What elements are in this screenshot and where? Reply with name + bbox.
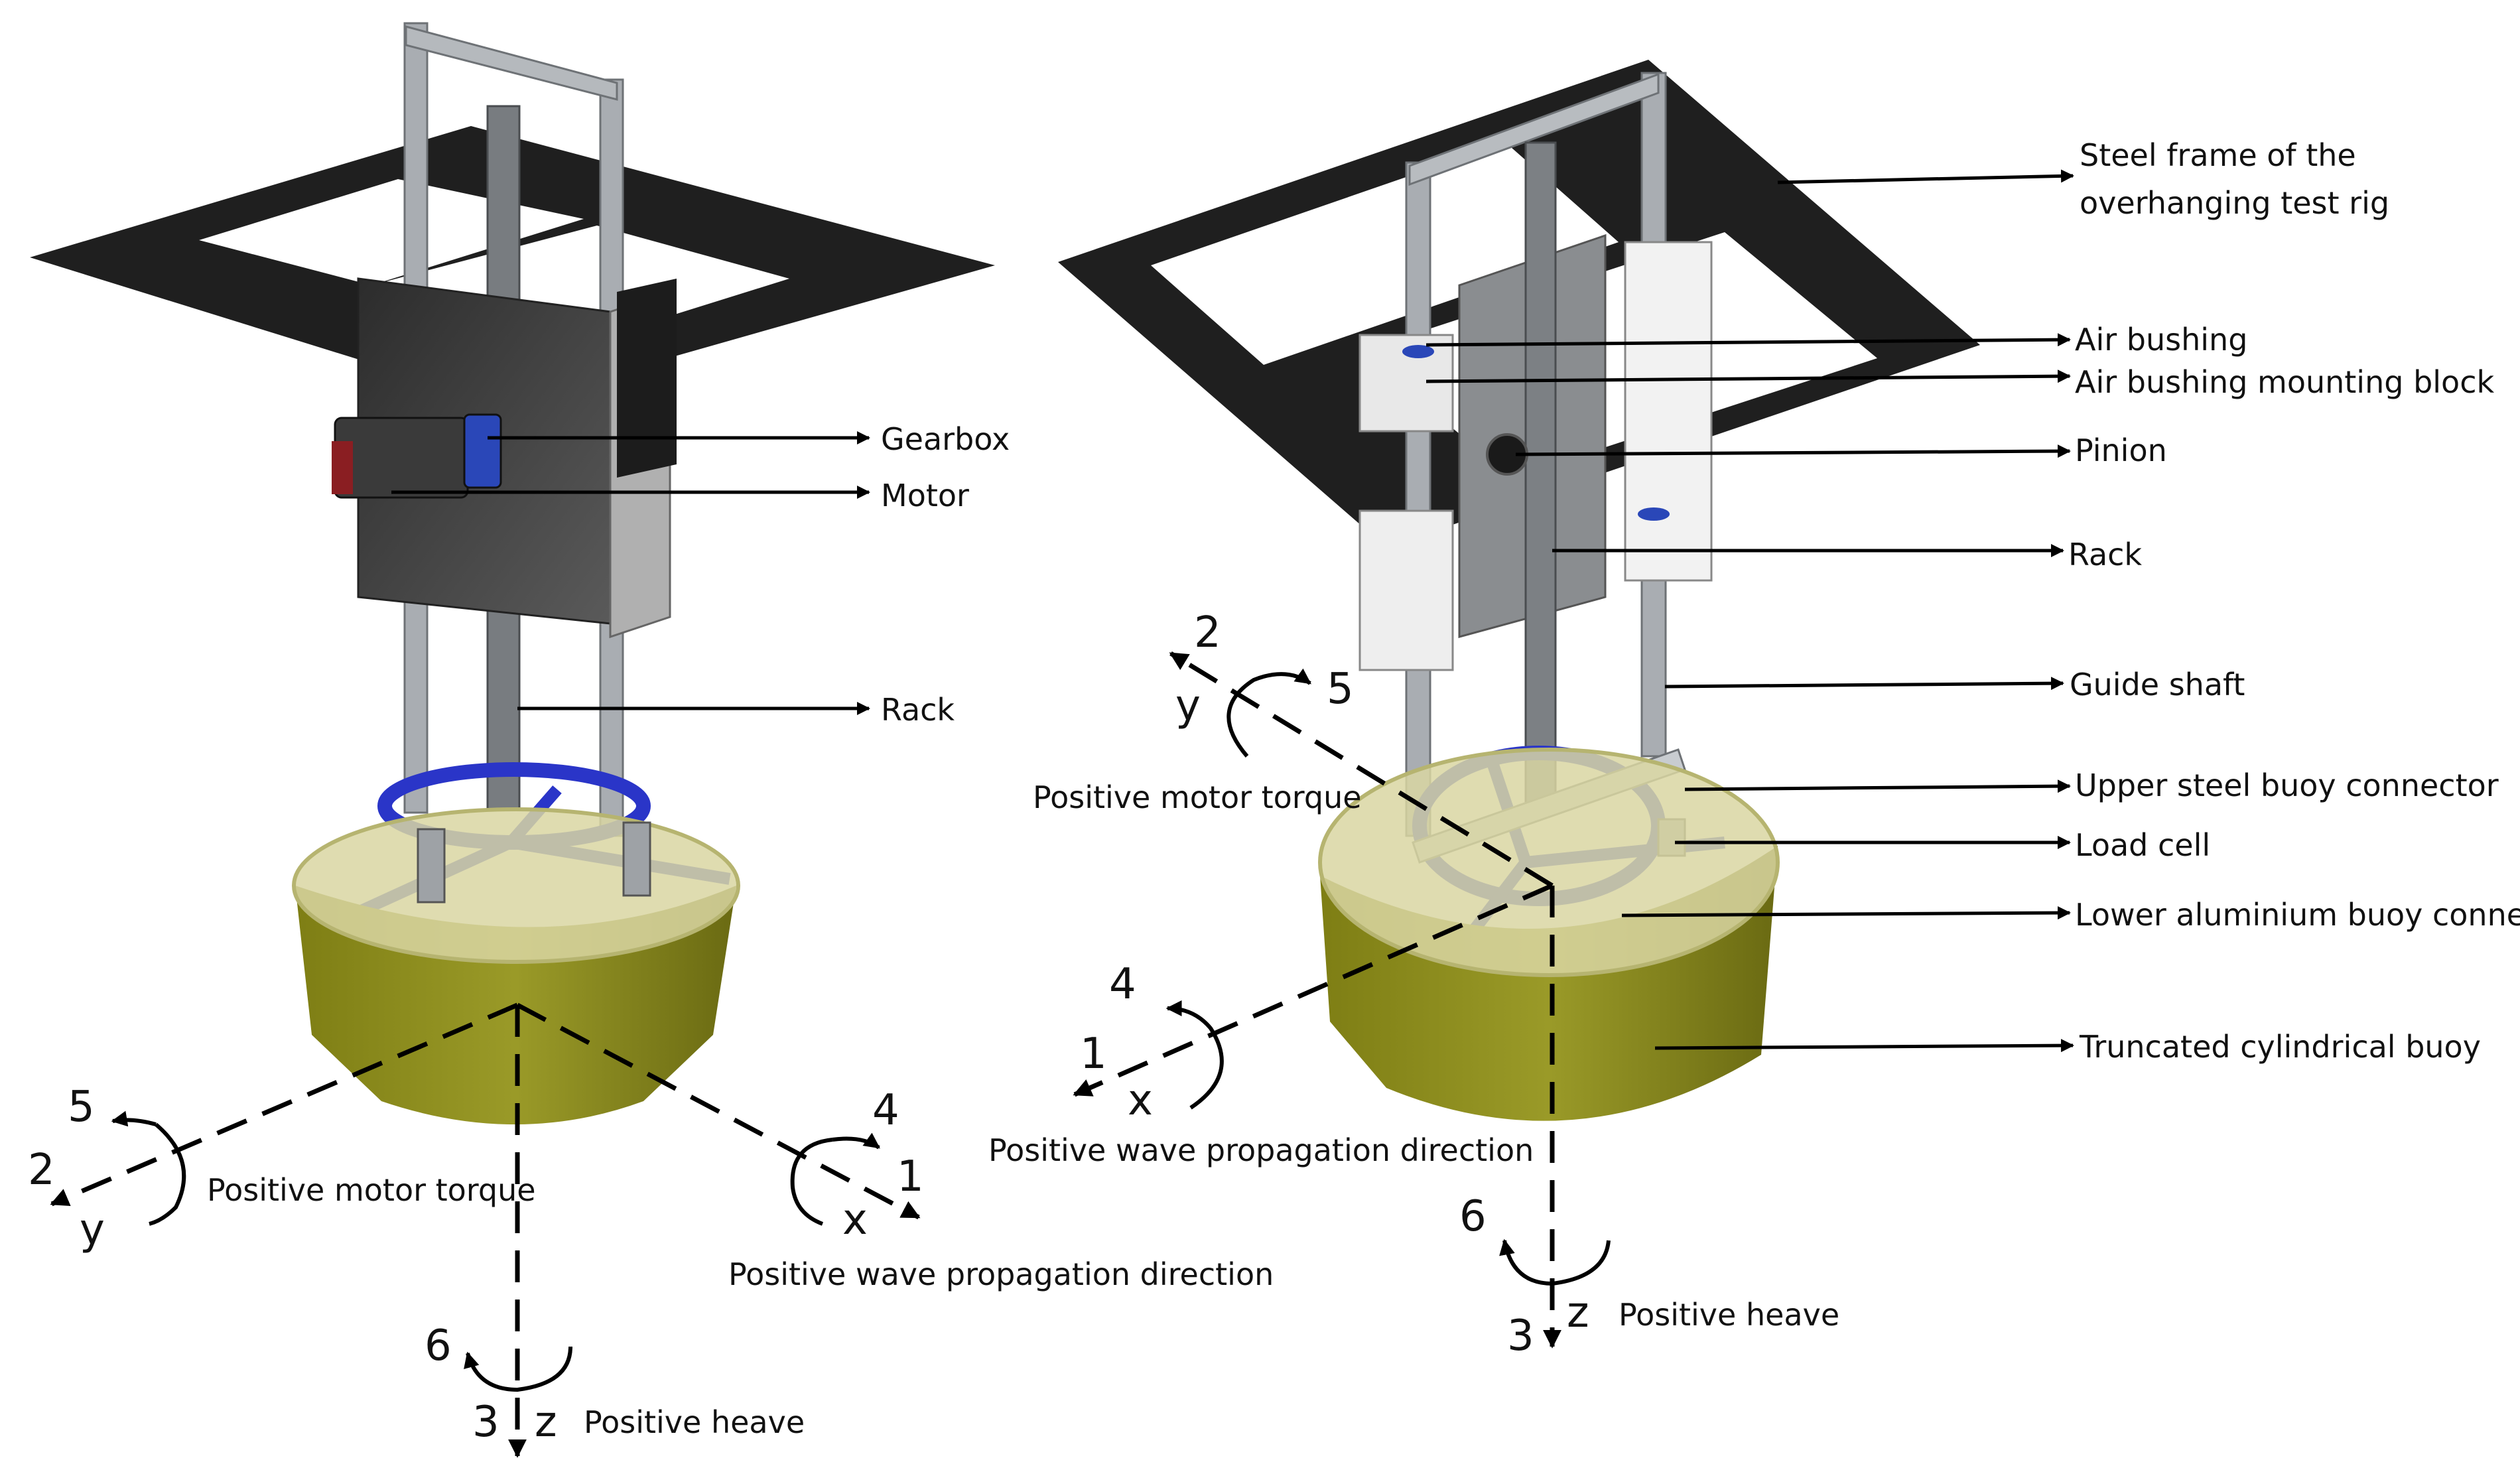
left-rot-x [790,1138,833,1226]
right-y-caption: Positive motor torque [1033,779,1362,815]
left-z-caption: Positive heave [584,1404,805,1440]
right-air-bushing-block-low [1359,509,1454,671]
right-x-caption: Positive wave propagation direction [988,1132,1534,1168]
left-z-letter: z [535,1398,557,1447]
left-x-rot-number: 4 [872,1086,899,1135]
right-label-frame-line1: Steel frame of the [2080,137,2356,173]
left-buoy-rim [292,807,740,964]
right-label-frame-line2: overhanging test rig [2080,185,2389,221]
left-label-gearbox: Gearbox [881,421,1010,457]
right-assembly [1058,60,1980,1121]
right-label-guide-shaft: Guide shaft [2070,667,2245,702]
right-rot-x [1165,1000,1224,1110]
right-label-pinion: Pinion [2075,433,2167,468]
left-motor [334,417,469,499]
left-motor-cap [332,441,353,494]
right-z-caption: Positive heave [1619,1297,1839,1333]
left-y-caption: Positive motor torque [207,1172,536,1208]
left-y-rot-number: 5 [68,1083,95,1132]
right-label-buoy: Truncated cylindrical buoy [2079,1029,2481,1065]
left-rot-z [464,1346,572,1392]
right-x-number: 1 [1080,1030,1107,1079]
right-z-number: 3 [1507,1311,1534,1361]
right-y-number: 2 [1194,608,1221,657]
right-top-crossbar [1408,72,1660,186]
left-label-motor: Motor [881,478,969,513]
left-y-letter: y [80,1205,105,1254]
left-steel-frame [30,126,995,405]
left-leaders [391,431,870,715]
right-guide-shaft-left [1405,161,1431,837]
right-label-air-bushing-block: Air bushing mounting block [2075,364,2494,400]
right-label-air-bushing: Air bushing [2075,322,2247,358]
left-lower-connector [417,828,446,903]
left-x-letter: x [842,1195,868,1244]
right-rot-y [1227,668,1311,758]
right-air-bushing-top [1402,345,1434,358]
left-x-number: 1 [897,1152,924,1201]
right-label-rack: Rack [2068,537,2142,572]
right-air-bushing-right [1638,507,1670,521]
right-y-rot-number: 5 [1327,665,1354,714]
left-lower-connector-2 [622,821,651,897]
right-buoy-rim [1318,748,1780,977]
right-steel-frame [1058,60,1980,547]
left-x-caption: Positive wave propagation direction [728,1256,1274,1292]
right-label-lower-connector: Lower aluminium buoy connector [2075,897,2520,933]
right-label-load-cell: Load cell [2075,827,2210,863]
right-block-right [1624,241,1713,582]
right-z-letter: z [1567,1288,1589,1337]
right-y-letter: y [1175,681,1201,730]
left-assembly [30,22,995,1124]
right-x-letter: x [1128,1076,1153,1125]
left-z-rot-number: 6 [425,1321,452,1370]
left-z-number: 3 [472,1398,499,1447]
right-label-upper-connector: Upper steel buoy connector [2075,768,2499,803]
right-rot-z [1499,1238,1611,1286]
left-rot-x-head [832,1132,880,1150]
left-coordinate-axes [50,1002,921,1458]
left-label-rack: Rack [881,692,955,728]
left-rot-y [149,1122,186,1226]
right-coordinate-axes [1073,651,1611,1349]
right-x-rot-number: 4 [1109,960,1136,1009]
left-bracket [617,279,677,478]
left-y-number: 2 [28,1146,55,1195]
right-z-rot-number: 6 [1459,1192,1487,1241]
right-rack [1524,141,1557,814]
right-leaders [1426,169,2074,1053]
left-top-crossbar [405,25,618,101]
left-gearbox [463,413,502,489]
left-rot-y-head [111,1110,157,1127]
